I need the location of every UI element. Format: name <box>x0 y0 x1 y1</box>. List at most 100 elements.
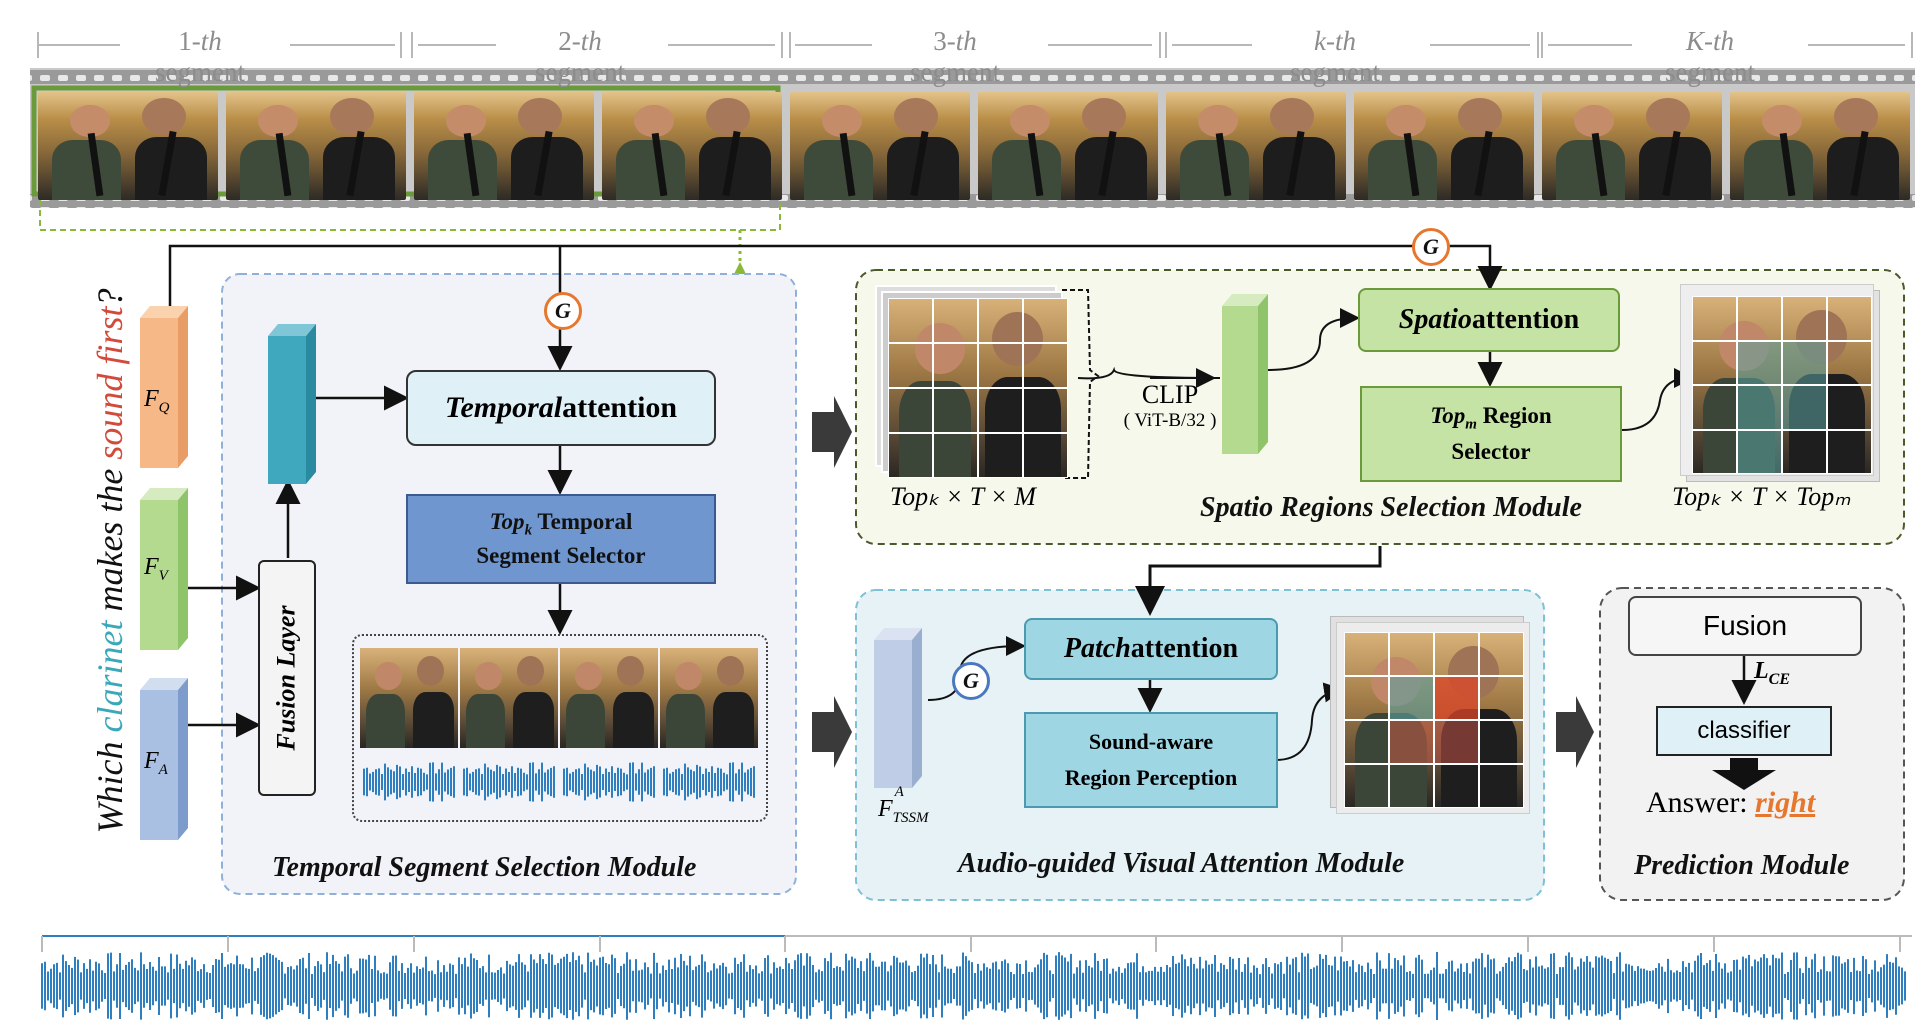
grid-patch <box>1692 340 1737 385</box>
video-frame <box>1166 92 1346 200</box>
grid-patch <box>1827 429 1872 474</box>
selected-thumbnail <box>660 648 758 748</box>
grid-patch <box>1827 340 1872 385</box>
selected-thumbnail <box>560 648 658 748</box>
temporal-module-title: Temporal Segment Selection Module <box>272 852 697 883</box>
grid-patch <box>1344 720 1389 764</box>
grid-patch <box>978 388 1023 433</box>
audio-module-title: Audio-guided Visual Attention Module <box>958 848 1405 879</box>
prediction-module-title: Prediction Module <box>1634 850 1850 881</box>
fused-feature-bar <box>268 324 316 489</box>
segment-header-arrows <box>37 32 1913 58</box>
video-frame <box>790 92 970 200</box>
grid-patch <box>933 433 978 478</box>
grid-patch <box>1434 632 1479 676</box>
attended-patch-grid <box>1344 632 1524 808</box>
bottom-waveform <box>41 952 1906 1020</box>
clip-label: CLIP ( ViT-B/32 ) <box>1123 380 1217 431</box>
spatio-output-formula: Topₖ × T × Topₘ <box>1672 482 1851 511</box>
grid-patch <box>1782 385 1827 430</box>
spatio-attention-box: Spatio attention <box>1358 288 1620 352</box>
grid-patch <box>1389 676 1434 720</box>
flow-arrow-1 <box>812 396 852 468</box>
video-frame <box>1542 92 1722 200</box>
grid-patch <box>1479 764 1524 808</box>
grid-patch <box>1344 764 1389 808</box>
grid-patch <box>1737 429 1782 474</box>
grid-patch <box>1023 343 1068 388</box>
flow-arrow-2 <box>812 696 852 768</box>
grid-patch <box>1692 385 1737 430</box>
sound-aware-perception-box: Sound-aware Region Perception <box>1024 712 1278 808</box>
question-text: Which clarinet makes the sound first? <box>90 288 130 834</box>
selected-thumbnail <box>460 648 558 748</box>
grid-patch <box>1023 298 1068 343</box>
grid-patch <box>1692 429 1737 474</box>
grid-patch <box>888 298 933 343</box>
clip-feature-bar <box>1222 294 1268 459</box>
tssm-feature-bar <box>874 628 922 793</box>
grid-patch <box>978 343 1023 388</box>
grid-patch <box>1827 385 1872 430</box>
grid-patch <box>933 343 978 388</box>
grid-patch <box>888 343 933 388</box>
grid-patch <box>1434 676 1479 720</box>
grid-patch <box>1782 296 1827 341</box>
grid-patch <box>1692 296 1737 341</box>
grid-patch <box>1344 676 1389 720</box>
feature-fq: FQ <box>140 306 188 473</box>
waveform-ticks <box>41 936 1901 952</box>
answer-line: Answer: right <box>1646 786 1816 819</box>
video-frame <box>1730 92 1910 200</box>
grid-patch <box>933 388 978 433</box>
grid-patch <box>1737 385 1782 430</box>
video-frame <box>978 92 1158 200</box>
prediction-fusion-box: Fusion <box>1628 596 1862 656</box>
grid-patch <box>978 298 1023 343</box>
loss-label: LCE <box>1754 658 1791 688</box>
grid-patch <box>1434 764 1479 808</box>
gate-icon-spatio: G <box>1412 228 1450 266</box>
grid-patch <box>978 433 1023 478</box>
selected-segments-box <box>352 634 768 822</box>
feature-fa: FA <box>140 678 188 845</box>
grid-patch <box>1782 340 1827 385</box>
segment-label-2: 2-th segment <box>535 26 625 87</box>
grid-patch <box>1737 340 1782 385</box>
segment-label-k: k-th segment <box>1290 26 1380 87</box>
video-frame <box>226 92 406 200</box>
grid-patch <box>1479 720 1524 764</box>
temporal-attention-box: Temporal attention <box>406 370 716 446</box>
gate-icon-audio: G <box>952 662 990 700</box>
video-frame <box>414 92 594 200</box>
segment-label-K: K-th segment <box>1665 26 1755 87</box>
patch-attention-box: Patch attention <box>1024 618 1278 680</box>
grid-patch <box>1434 720 1479 764</box>
classifier-box: classifier <box>1656 706 1832 756</box>
feature-fv: FV <box>140 488 188 655</box>
selected-thumbnail <box>360 648 458 748</box>
spatio-input-grid <box>888 298 1068 478</box>
grid-patch <box>1782 429 1827 474</box>
segment-label-1: 1-th segment <box>155 26 245 87</box>
flow-arrow-3 <box>1556 696 1594 768</box>
topk-temporal-selector: Topk Temporal Segment Selector <box>406 494 716 584</box>
grid-patch <box>888 433 933 478</box>
grid-patch <box>1389 632 1434 676</box>
video-frame <box>1354 92 1534 200</box>
spatio-module-title: Spatio Regions Selection Module <box>1200 492 1582 523</box>
grid-patch <box>1344 632 1389 676</box>
grid-patch <box>1737 296 1782 341</box>
selected-segment-waveforms <box>363 762 755 802</box>
grid-patch <box>1827 296 1872 341</box>
video-frame <box>602 92 782 200</box>
topm-region-selector: Topm Region Selector <box>1360 386 1622 482</box>
segment-label-3: 3-th segment <box>910 26 1000 87</box>
grid-patch <box>888 388 933 433</box>
gate-icon-temporal: G <box>544 292 582 330</box>
grid-patch <box>1389 720 1434 764</box>
video-frame <box>38 92 218 200</box>
fusion-layer-box: Fusion Layer <box>258 560 316 796</box>
grid-patch <box>1389 764 1434 808</box>
